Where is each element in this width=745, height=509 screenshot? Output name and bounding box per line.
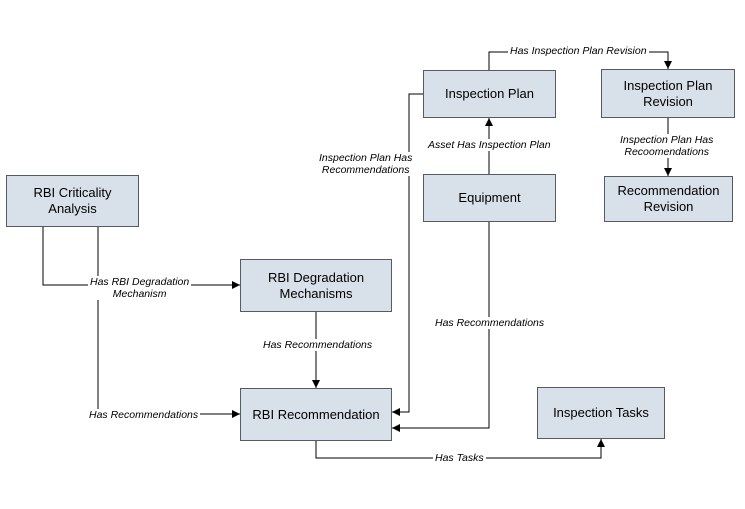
node-rbi-recommendation[interactable]: RBI Recommendation — [240, 388, 392, 441]
node-rbi-degradation-mechanisms[interactable]: RBI Degradation Mechanisms — [240, 259, 392, 312]
edge-has-recommendations-from-equipment — [392, 222, 490, 432]
node-rbi-criticality-analysis[interactable]: RBI Criticality Analysis — [6, 175, 139, 227]
label-has-recommendations-from-equipment: Has Recommendations — [433, 317, 547, 329]
label-asset-has-inspection-plan: Asset Has Inspection Plan — [426, 139, 553, 151]
node-inspection-tasks[interactable]: Inspection Tasks — [537, 387, 665, 439]
node-equipment[interactable]: Equipment — [423, 174, 556, 222]
edge-inspection-plan-has-recommendations — [392, 93, 423, 416]
label-has-rbi-degradation-mechanism: Has RBI Degradation Mechanism — [88, 276, 192, 300]
label-has-inspection-plan-revision: Has Inspection Plan Revision — [508, 45, 649, 57]
node-inspection-plan-revision[interactable]: Inspection Plan Revision — [601, 69, 735, 118]
label-has-recommendations-from-criticality: Has Recommendations — [87, 409, 201, 421]
label-has-recommendations-from-mechanisms: Has Recommendations — [261, 339, 375, 351]
label-has-tasks: Has Tasks — [433, 452, 486, 464]
node-inspection-plan[interactable]: Inspection Plan — [423, 70, 556, 118]
label-inspection-plan-has-recommendations-revision: Inspection Plan Has Recoomendations — [618, 134, 716, 158]
node-recommendation-revision[interactable]: Recommendation Revision — [604, 176, 733, 222]
label-inspection-plan-has-recommendations: Inspection Plan Has Recommendations — [317, 152, 415, 176]
edge-has-recommendations-from-criticality — [97, 227, 240, 418]
